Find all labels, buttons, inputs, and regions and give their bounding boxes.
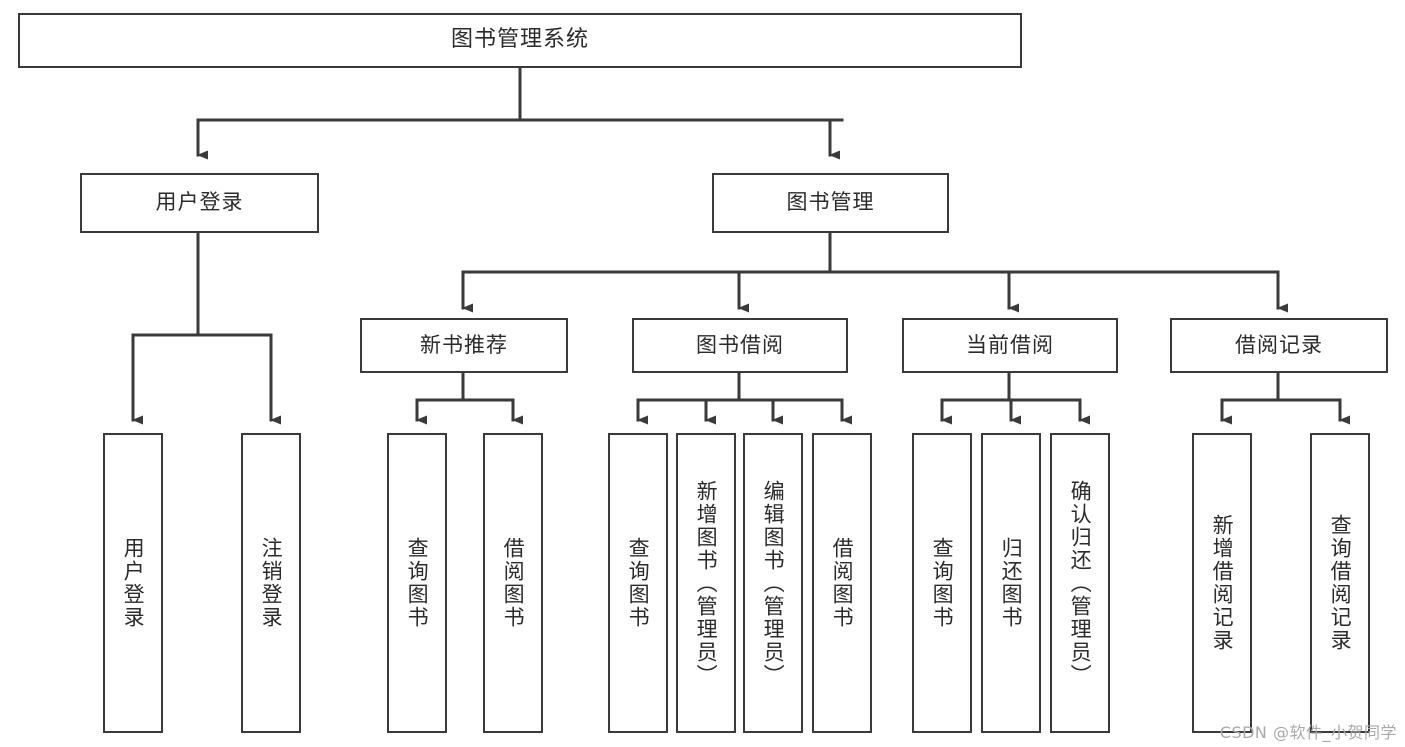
node-leaf-borrow-book-2[interactable]: 借阅图书 — [812, 433, 872, 733]
node-leaf-return-book-label: 归还图书 — [999, 537, 1024, 629]
node-leaf-user-logout-label: 注销登录 — [259, 537, 284, 629]
node-leaf-query-record[interactable]: 查询借阅记录 — [1310, 433, 1370, 733]
node-leaf-confirm-return[interactable]: 确认归还（管理员） — [1050, 433, 1110, 733]
node-leaf-user-login-label: 用户登录 — [121, 537, 146, 629]
node-leaf-query-book-3[interactable]: 查询图书 — [912, 433, 972, 733]
node-leaf-borrow-book-1[interactable]: 借阅图书 — [483, 433, 543, 733]
node-leaf-add-record-label: 新增借阅记录 — [1210, 514, 1235, 652]
node-leaf-confirm-return-label: 确认归还（管理员） — [1068, 479, 1093, 687]
node-leaf-add-book-label: 新增图书（管理员） — [694, 479, 719, 687]
node-leaf-query-book-3-label: 查询图书 — [930, 537, 955, 629]
node-leaf-query-book-2[interactable]: 查询图书 — [608, 433, 668, 733]
node-leaf-borrow-book-1-label: 借阅图书 — [501, 537, 526, 629]
csdn-watermark: CSDN @软件_小贺同学 — [1219, 723, 1397, 742]
node-current-borrow[interactable]: 当前借阅 — [902, 318, 1118, 373]
node-borrow-record[interactable]: 借阅记录 — [1170, 318, 1388, 373]
node-leaf-user-logout[interactable]: 注销登录 — [241, 433, 301, 733]
node-root-system[interactable]: 图书管理系统 — [18, 13, 1022, 68]
node-leaf-query-book-1[interactable]: 查询图书 — [387, 433, 447, 733]
node-leaf-user-login[interactable]: 用户登录 — [103, 433, 163, 733]
node-book-management[interactable]: 图书管理 — [712, 173, 949, 233]
node-leaf-query-book-1-label: 查询图书 — [405, 537, 430, 629]
node-leaf-query-book-2-label: 查询图书 — [626, 537, 651, 629]
node-book-borrow[interactable]: 图书借阅 — [632, 318, 848, 373]
node-leaf-return-book[interactable]: 归还图书 — [981, 433, 1041, 733]
node-leaf-edit-book-label: 编辑图书（管理员） — [761, 479, 786, 687]
node-leaf-add-record[interactable]: 新增借阅记录 — [1192, 433, 1252, 733]
node-new-book-recommend[interactable]: 新书推荐 — [360, 318, 568, 373]
node-leaf-query-record-label: 查询借阅记录 — [1328, 514, 1353, 652]
node-leaf-add-book[interactable]: 新增图书（管理员） — [676, 433, 736, 733]
node-user-login[interactable]: 用户登录 — [80, 173, 319, 233]
node-leaf-borrow-book-2-label: 借阅图书 — [830, 537, 855, 629]
node-leaf-edit-book[interactable]: 编辑图书（管理员） — [743, 433, 803, 733]
